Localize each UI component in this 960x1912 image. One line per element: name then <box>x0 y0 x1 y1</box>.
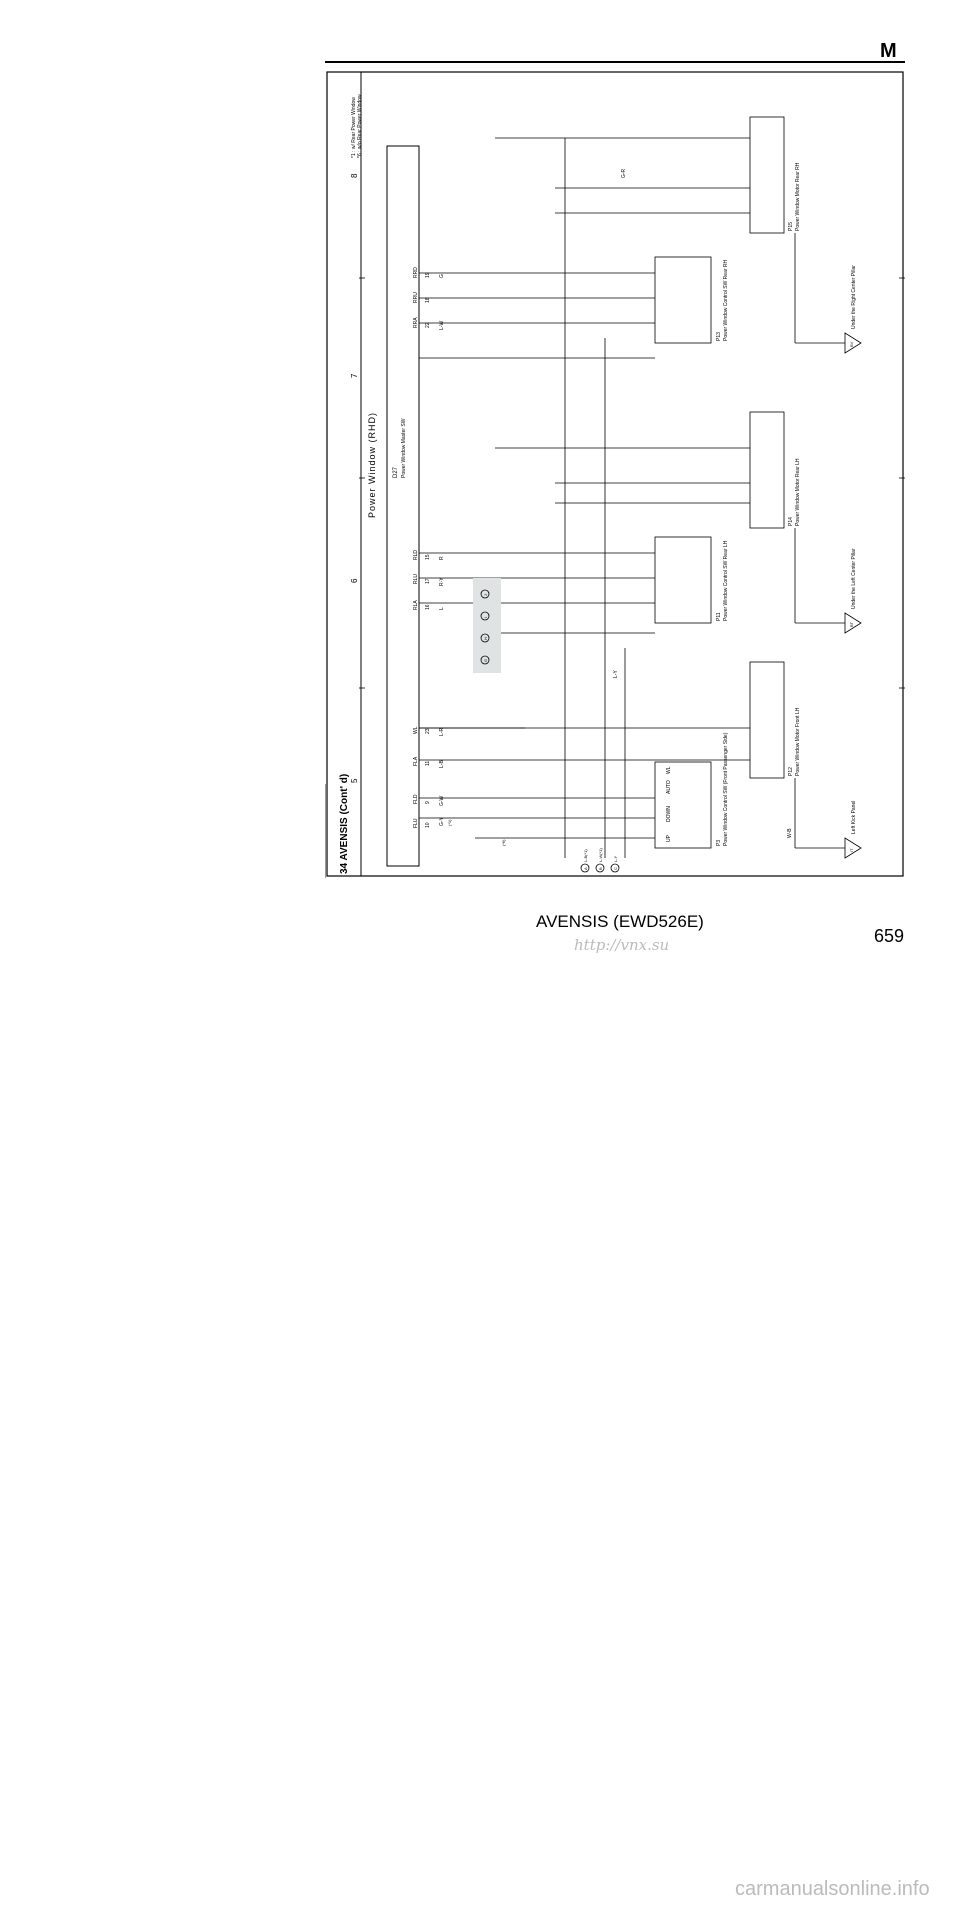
splice-h: H <box>483 637 488 640</box>
pin-fld-num: 9 <box>425 801 431 804</box>
system-title: Power Window (RHD) <box>367 412 377 518</box>
pin-rlu: RLU <box>413 574 419 584</box>
pin-wl: WL <box>413 726 419 734</box>
watermark: carmanualsonline.info <box>735 1878 930 1900</box>
header-rule <box>325 61 905 63</box>
comp-p15: Power Window Motor Rear RH <box>795 162 801 231</box>
p14-motor-box <box>749 411 785 529</box>
section-letter: M <box>880 40 897 62</box>
pin-rrd: RRD <box>413 267 419 278</box>
wiring-diagram: 34 AVENSIS (Cont' d) Power Window (RHD) … <box>325 71 905 878</box>
pin-fla-num: 11 <box>425 761 431 766</box>
comp-p15-code: P15 <box>788 222 794 231</box>
ground-it <box>844 837 862 859</box>
pin-rrd-num: 19 <box>425 272 431 278</box>
pin-fld: FLD <box>413 794 419 804</box>
splice-g: G <box>483 659 488 662</box>
comp-p3-code: P3 <box>716 840 722 846</box>
pin-rla: RLA <box>413 600 419 610</box>
p3-switch-box <box>654 761 712 849</box>
comp-p12: Power Window Motor Front LH <box>795 707 801 776</box>
footer-title: AVENSIS (EWD526E) <box>536 912 704 931</box>
column-6: 6 <box>350 578 359 583</box>
note-star6: *6 : w/o Rear Power Window <box>357 94 363 158</box>
pin-rla-num: 16 <box>425 604 431 610</box>
column-8: 8 <box>350 173 359 178</box>
ground-bv <box>844 332 862 354</box>
splice-i: I <box>483 617 488 618</box>
column-5: 5 <box>350 778 359 783</box>
comp-p14-code: P14 <box>788 517 794 526</box>
pin-rra-num: 22 <box>425 322 431 328</box>
ground-bv-code: BV <box>849 341 854 347</box>
pin-flu-num: 10 <box>425 822 431 828</box>
wire-g-w: G-W <box>439 795 445 806</box>
p11-switch-box <box>654 536 712 624</box>
footer-url[interactable]: http://vnx.su <box>574 936 670 954</box>
note-star1: *1 : w/ Rear Power Window <box>351 97 357 158</box>
wire-g-y: G-Y <box>439 816 445 826</box>
comp-p13-code: P13 <box>716 332 722 341</box>
pin-rru: RRU <box>413 292 419 303</box>
p13-switch-box <box>654 256 712 344</box>
column-7: 7 <box>350 373 359 378</box>
terminal-b-label: L-W(*1) <box>598 848 603 862</box>
pin-wl-num: 23 <box>425 728 431 734</box>
wire-l: L <box>439 607 445 610</box>
comp-p11: Power Window Control SW Rear LH <box>723 540 729 621</box>
terminal-a-label: L-B(*1) <box>583 849 588 862</box>
pin-rlu-num: 17 <box>425 578 431 584</box>
ground-it-label: Left Kick Panel <box>851 801 857 834</box>
diagram-frame <box>326 71 904 877</box>
master-switch-body <box>386 145 420 867</box>
ground-bt-label: Under the Left Center Pillar <box>851 548 857 609</box>
pin-flu: FLU <box>413 818 419 828</box>
comp-p11-code: P11 <box>716 612 722 621</box>
comp-p12-code: P12 <box>788 767 794 776</box>
wire-r-y: R-Y <box>439 577 445 586</box>
pin-fla: FLA <box>413 756 419 766</box>
switch-up: UP <box>666 834 672 842</box>
terminal-c: C <box>613 867 618 870</box>
wire-l-r: L-R <box>439 728 445 736</box>
star1-marker: (*1) <box>447 819 452 826</box>
wire-g-r: G-R <box>621 168 627 178</box>
switch-auto: AUTO <box>666 780 672 794</box>
comp-p13: Power Window Control SW Rear RH <box>723 259 729 341</box>
wire-r: R <box>439 556 445 560</box>
ground-it-code: IT <box>849 848 854 852</box>
terminal-a: A <box>583 867 588 870</box>
pin-rld: RLD <box>413 550 419 560</box>
wire-l-w: L-W <box>439 321 445 330</box>
ground-bv-label: Under the Right Center Pillar <box>851 265 857 329</box>
ground-bt <box>844 612 862 634</box>
wire-g: G <box>439 274 445 278</box>
pin-rra: RRA <box>413 317 419 328</box>
p15-motor-box <box>749 116 785 234</box>
master-switch-label: Power Window Master SW <box>401 418 407 478</box>
terminal-c-label: L-Y <box>613 855 618 862</box>
pin-rld-num: 15 <box>425 554 431 560</box>
terminal-b: B <box>598 867 603 870</box>
wire-l-y: L-Y <box>613 670 619 678</box>
comp-p3: Power Window Control SW (Front Passenger… <box>723 732 729 846</box>
pin-rru-num: 18 <box>425 297 431 303</box>
star6-marker: (*6) <box>501 839 506 846</box>
master-switch-code: D27 <box>393 466 399 478</box>
section-title: 34 AVENSIS (Cont' d) <box>339 774 350 874</box>
ground-bt-code: BT <box>849 621 854 627</box>
wire-l-b: L-B <box>439 760 445 768</box>
wire-w-b: W-B <box>787 828 793 838</box>
switch-wl: WL <box>666 766 672 774</box>
switch-down: DOWN <box>666 806 672 822</box>
p12-motor-box <box>749 661 785 779</box>
comp-p14: Power Window Motor Rear LH <box>795 458 801 526</box>
splice-j: J <box>483 594 488 596</box>
page-number: 659 <box>874 926 905 946</box>
